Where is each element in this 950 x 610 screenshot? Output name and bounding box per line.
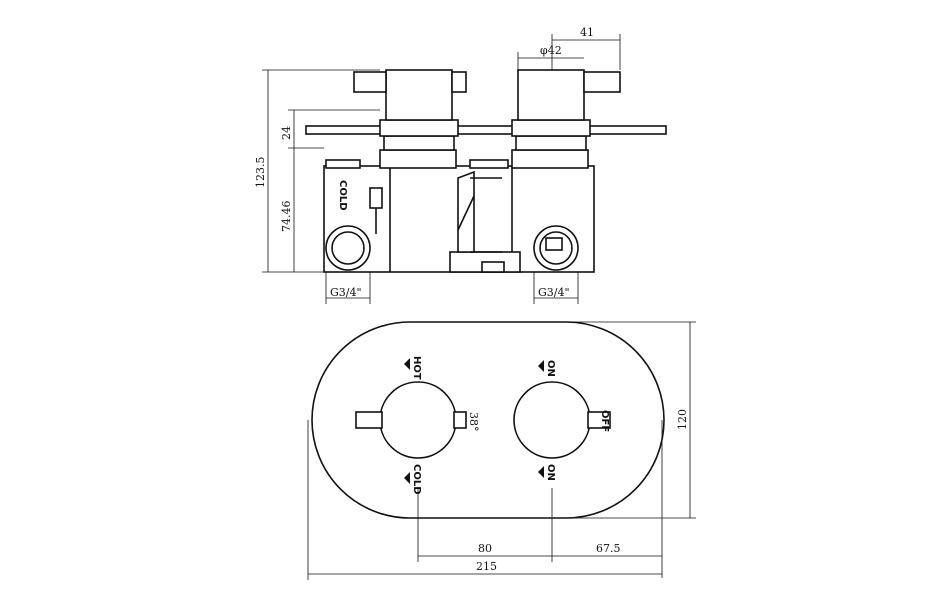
right-handle <box>513 381 591 459</box>
side-view: COLD 41 φ42 123.5 24 74.46 G3/4" G3/4" <box>254 26 667 304</box>
hot-arrow-icon <box>404 358 410 370</box>
hot-label: HOT <box>411 356 422 380</box>
side-cold-label: COLD <box>337 180 348 211</box>
front-cold-label: COLD <box>411 464 422 495</box>
dim-80: 80 <box>478 542 492 555</box>
off-label: OFF <box>599 410 610 432</box>
cover-plate <box>305 125 667 135</box>
dim-215: 215 <box>476 560 497 573</box>
left-handle <box>379 381 457 459</box>
on-bottom-label: ON <box>545 464 556 481</box>
dim-120: 120 <box>676 409 689 430</box>
dim-74-46: 74.46 <box>280 201 293 233</box>
dim-24: 24 <box>280 126 293 140</box>
dim-67-5: 67.5 <box>596 542 621 555</box>
cold-arrow-icon <box>404 472 410 484</box>
on-top-label: ON <box>545 360 556 377</box>
on-bottom-arrow-icon <box>538 466 544 478</box>
temp-label: 38° <box>467 412 480 432</box>
on-top-arrow-icon <box>538 360 544 372</box>
front-view: HOT 38° COLD ON OFF ON 120 80 67.5 215 <box>307 321 696 580</box>
dim-123-5: 123.5 <box>254 157 267 189</box>
g34-left: G3/4" <box>330 286 362 299</box>
g34-right: G3/4" <box>538 286 570 299</box>
dim-diameter-42: φ42 <box>540 44 562 57</box>
dim-41: 41 <box>580 26 594 39</box>
